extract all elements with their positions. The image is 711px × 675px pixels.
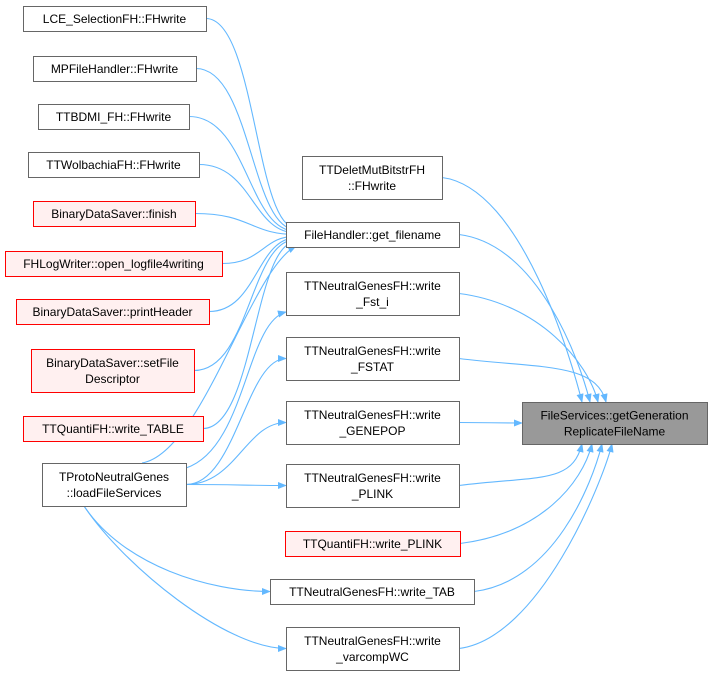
node-box (522, 402, 708, 445)
node-getfn[interactable]: FileHandler::get_filename (286, 222, 460, 248)
node-fhlog[interactable]: FHLogWriter::open_logfile4writing (5, 251, 223, 277)
node-label-line: FileServices::getGeneration (540, 409, 688, 423)
node-label-line: MPFileHandler::FHwrite (51, 62, 179, 76)
edge-mpfh-to-getfn (195, 67, 297, 234)
node-box (33, 201, 196, 227)
edge-varcomp-to-target (458, 443, 614, 650)
nodes-layer: LCE_SelectionFH::FHwriteMPFileHandler::F… (5, 6, 708, 671)
edge-fst_i-to-target (458, 292, 600, 403)
edge-ttbdmi-to-getfn (188, 115, 297, 235)
node-label-line: TTDeletMutBitstrFH (319, 163, 425, 177)
node-mpfh[interactable]: MPFileHandler::FHwrite (33, 56, 197, 82)
node-label-line: TTNeutralGenesFH::write (304, 408, 441, 422)
edge-plink-to-target (458, 443, 584, 487)
target-node[interactable]: FileServices::getGenerationReplicateFile… (522, 402, 708, 445)
node-plink[interactable]: TTNeutralGenesFH::write_PLINK (286, 464, 460, 508)
node-box (286, 627, 460, 671)
node-varcomp[interactable]: TTNeutralGenesFH::write_varcompWC (286, 627, 460, 671)
edge-bds_finish-to-getfn (194, 212, 297, 239)
node-label-line: TTNeutralGenesFH::write (304, 634, 441, 648)
node-label-line: _FSTAT (350, 360, 395, 374)
node-label-line: TTNeutralGenesFH::write (304, 471, 441, 485)
node-box (270, 579, 475, 605)
edge-lce-to-getfn (205, 17, 297, 232)
node-label-line: _GENEPOP (338, 424, 405, 438)
edge-bds_setfile-to-getfn (193, 235, 297, 372)
node-box (302, 156, 443, 200)
node-label-line: ::FHwrite (348, 179, 396, 193)
node-box (33, 56, 197, 82)
node-tproto[interactable]: TProtoNeutralGenes::loadFileServices (42, 463, 187, 507)
edge-getfn-to-target (458, 233, 592, 403)
edge-fstat-to-target (458, 357, 608, 403)
node-label-line: TTQuantiFH::write_PLINK (303, 537, 442, 551)
node-box (286, 401, 460, 445)
edge-bds_print-to-getfn (208, 234, 297, 313)
node-genepop[interactable]: TTNeutralGenesFH::write_GENEPOP (286, 401, 460, 445)
node-label-line: TTBDMI_FH::FHwrite (56, 110, 172, 124)
edge-ttq_table-to-getfn (202, 238, 297, 430)
node-box (5, 251, 223, 277)
node-label-line: FHLogWriter::open_logfile4writing (23, 257, 204, 271)
node-box (16, 299, 210, 325)
node-label-line: BinaryDataSaver::printHeader (32, 305, 192, 319)
node-box (38, 104, 190, 130)
node-lce[interactable]: LCE_SelectionFH::FHwrite (23, 6, 207, 32)
node-label-line: LCE_SelectionFH::FHwrite (43, 12, 187, 26)
node-box (286, 222, 460, 248)
edge-tproto-to-tab (83, 505, 271, 596)
node-box (286, 337, 460, 381)
node-box (42, 463, 187, 507)
edge-tproto-to-fstat (185, 354, 287, 486)
edge-tproto-to-genepop (185, 418, 287, 486)
node-bds_finish[interactable]: BinaryDataSaver::finish (33, 201, 196, 227)
node-ttdelet[interactable]: TTDeletMutBitstrFH::FHwrite (302, 156, 443, 200)
node-box (286, 272, 460, 316)
node-fstat[interactable]: TTNeutralGenesFH::write_FSTAT (286, 337, 460, 381)
edge-tproto-to-varcomp (83, 505, 287, 653)
node-box (23, 6, 207, 32)
node-label-line: Descriptor (85, 372, 140, 386)
node-ttwol[interactable]: TTWolbachiaFH::FHwrite (28, 152, 200, 178)
node-label-line: FileHandler::get_filename (304, 228, 441, 242)
node-label-line: ReplicateFileName (564, 425, 666, 439)
node-label-line: TTNeutralGenesFH::write_TAB (289, 585, 455, 599)
edge-tproto-to-getfn (141, 245, 297, 464)
node-box (23, 416, 204, 442)
node-label-line: BinaryDataSaver::finish (51, 207, 176, 221)
edge-genepop-to-target (458, 419, 523, 427)
edge-tproto-to-plink (185, 481, 287, 490)
node-box (31, 349, 195, 393)
edge-ttwol-to-getfn (198, 163, 297, 237)
node-label-line: TTNeutralGenesFH::write (304, 344, 441, 358)
edges-layer (83, 17, 614, 653)
node-ttq_table[interactable]: TTQuantiFH::write_TABLE (23, 416, 204, 442)
node-label-line: TTNeutralGenesFH::write (304, 279, 441, 293)
node-label-line: _varcompWC (335, 650, 409, 664)
edge-tproto-to-fst_i (185, 310, 287, 469)
node-label-line: TTQuantiFH::write_TABLE (42, 422, 184, 436)
node-fst_i[interactable]: TTNeutralGenesFH::write_Fst_i (286, 272, 460, 316)
node-box (285, 531, 461, 557)
node-label-line: _PLINK (351, 487, 393, 501)
node-box (286, 464, 460, 508)
edge-ttq_plink-to-target (459, 443, 594, 545)
node-tab[interactable]: TTNeutralGenesFH::write_TAB (270, 579, 475, 605)
edge-tab-to-target (473, 443, 604, 593)
node-label-line: TProtoNeutralGenes (59, 470, 169, 484)
node-box (28, 152, 200, 178)
node-label-line: BinaryDataSaver::setFile (46, 356, 179, 370)
node-label-line: TTWolbachiaFH::FHwrite (46, 158, 181, 172)
node-ttq_plink[interactable]: TTQuantiFH::write_PLINK (285, 531, 461, 557)
node-label-line: ::loadFileServices (67, 486, 162, 500)
edge-ttdelet-to-target (441, 176, 584, 403)
node-label-line: _Fst_i (355, 295, 389, 309)
node-bds_print[interactable]: BinaryDataSaver::printHeader (16, 299, 210, 325)
node-ttbdmi[interactable]: TTBDMI_FH::FHwrite (38, 104, 190, 130)
